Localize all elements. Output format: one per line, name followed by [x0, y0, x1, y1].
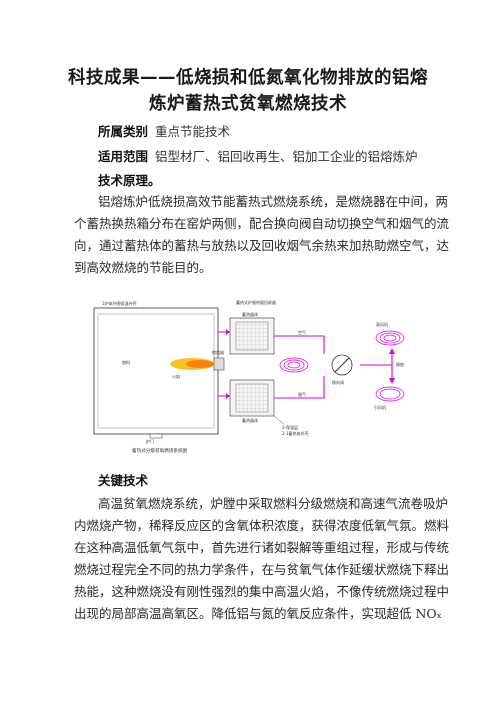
scope-row: 适用范围铝型材厂、铝回收再生、铝加工企业的铝熔炼炉 [98, 146, 418, 165]
key-tech-line: 内燃烧产物，稀释反应区的含氧体积浓度，获得浓度低氧气氛。燃料 [74, 518, 450, 533]
chimney-label: 烟囱 [396, 361, 404, 367]
scope-label: 适用范围 [98, 149, 149, 164]
principle-line: 到高效燃烧的节能目的。 [74, 260, 212, 275]
burner-label: 燃烧器 [212, 349, 224, 355]
regen-box-a-label: 蓄热器体 [242, 311, 258, 317]
fan-label: 鼓风机 [376, 321, 388, 327]
principle-line: 向，通过蓄热体的蓄热与放热以及回收烟气余热来加热助燃空气，达 [74, 238, 450, 253]
category-value: 重点节能技术 [155, 124, 231, 139]
coil-right [375, 330, 405, 346]
exhaust-label: 引风机 [374, 404, 386, 410]
furnace-shell [93, 307, 219, 435]
key-tech-heading-row: 关键技术 [98, 470, 148, 489]
key-tech-line: 出现的局部高温高氧区。降低铝与氮的氧反应条件，实现超低 NOₓ [74, 606, 442, 621]
coil-bottom-right [375, 386, 405, 402]
principle-line: 铝熔炼炉低烧损高效节能蓄热式燃烧系统，是燃烧器在中间，两 [98, 194, 449, 209]
key-tech-paragraph: 高温贫氧燃烧系统，炉膛中采取燃料分级燃烧和高速气流卷吸炉 内燃烧产物，稀释反应区… [74, 493, 450, 625]
furnace-inner [97, 313, 215, 429]
category-row: 所属类别重点节能技术 [98, 121, 230, 140]
callout-line [273, 415, 285, 425]
flame-core [186, 360, 214, 368]
insulation-label: 2-保温层 [282, 424, 298, 430]
title-line-2: 炼炉蓄热式贫氧燃烧技术 [149, 94, 347, 114]
flame-label: 火焰 [172, 373, 180, 379]
title-line-1: 科技成果——低烧损和低氮氧化物排放的铝熔 [68, 68, 428, 88]
combustion-system-diagram: 1炉体外围保温外壳 炉门 火焰 燃料 燃烧器 蓄热式炉烟热量回收器 蓄热器体 蓄… [93, 299, 405, 454]
pipe-network [218, 331, 393, 399]
outer-shell-label: 2-1蓄热体外壳 [282, 430, 309, 436]
door-shape [149, 433, 163, 439]
coil-left [279, 357, 309, 373]
principle-line: 个蓄热换热箱分布在窑炉两侧，配合换向阀自动切换空气和烟气的流 [74, 216, 450, 231]
burner-shape [213, 357, 225, 371]
principle-heading: 技术原理。 [98, 173, 161, 188]
door-label: 炉门 [146, 438, 154, 444]
key-tech-line: 燃烧过程完全不同的热力学条件，在与贫氧气体作延缓状燃烧下释出 [74, 562, 450, 577]
category-label: 所属类别 [98, 124, 149, 139]
pipe-arrows [226, 329, 395, 399]
principle-heading-row: 技术原理。 [98, 170, 161, 189]
key-tech-line: 高温贫氧燃烧系统，炉膛中采取燃料分级燃烧和高速气流卷吸炉 [98, 496, 449, 511]
key-tech-heading: 关键技术 [98, 473, 149, 488]
fuel-label: 燃料 [122, 359, 130, 365]
regen-title: 蓄热式炉烟热量回收器 [236, 299, 276, 305]
valve-label: 换向阀 [332, 379, 344, 385]
key-tech-line: 在这种高温低氧气氛中，首先进行诸如裂解等重组过程，形成与传统 [74, 540, 450, 555]
valve-blade [334, 357, 350, 373]
key-tech-line: 热能，这种燃烧没有刚性强烈的集中高温火焰，不像传统燃烧过程中 [74, 584, 450, 599]
scope-value: 铝型材厂、铝回收再生、铝加工企业的铝熔炼炉 [155, 149, 418, 164]
regen-box-b-label: 蓄热器体 [242, 417, 258, 423]
air-label: 空气 [298, 329, 306, 335]
diagram-caption: 蓄热式分级贫氧燃烧系统图 [132, 447, 188, 454]
regenerator-bottom-core [235, 383, 269, 413]
regenerator-top-core [235, 321, 269, 351]
flue-label: 烟气 [298, 391, 306, 397]
furnace-label: 1炉体外围保温外壳 [102, 300, 137, 306]
principle-paragraph: 铝熔炼炉低烧损高效节能蓄热式燃烧系统，是燃烧器在中间，两 个蓄热换热箱分布在窑炉… [74, 191, 450, 279]
